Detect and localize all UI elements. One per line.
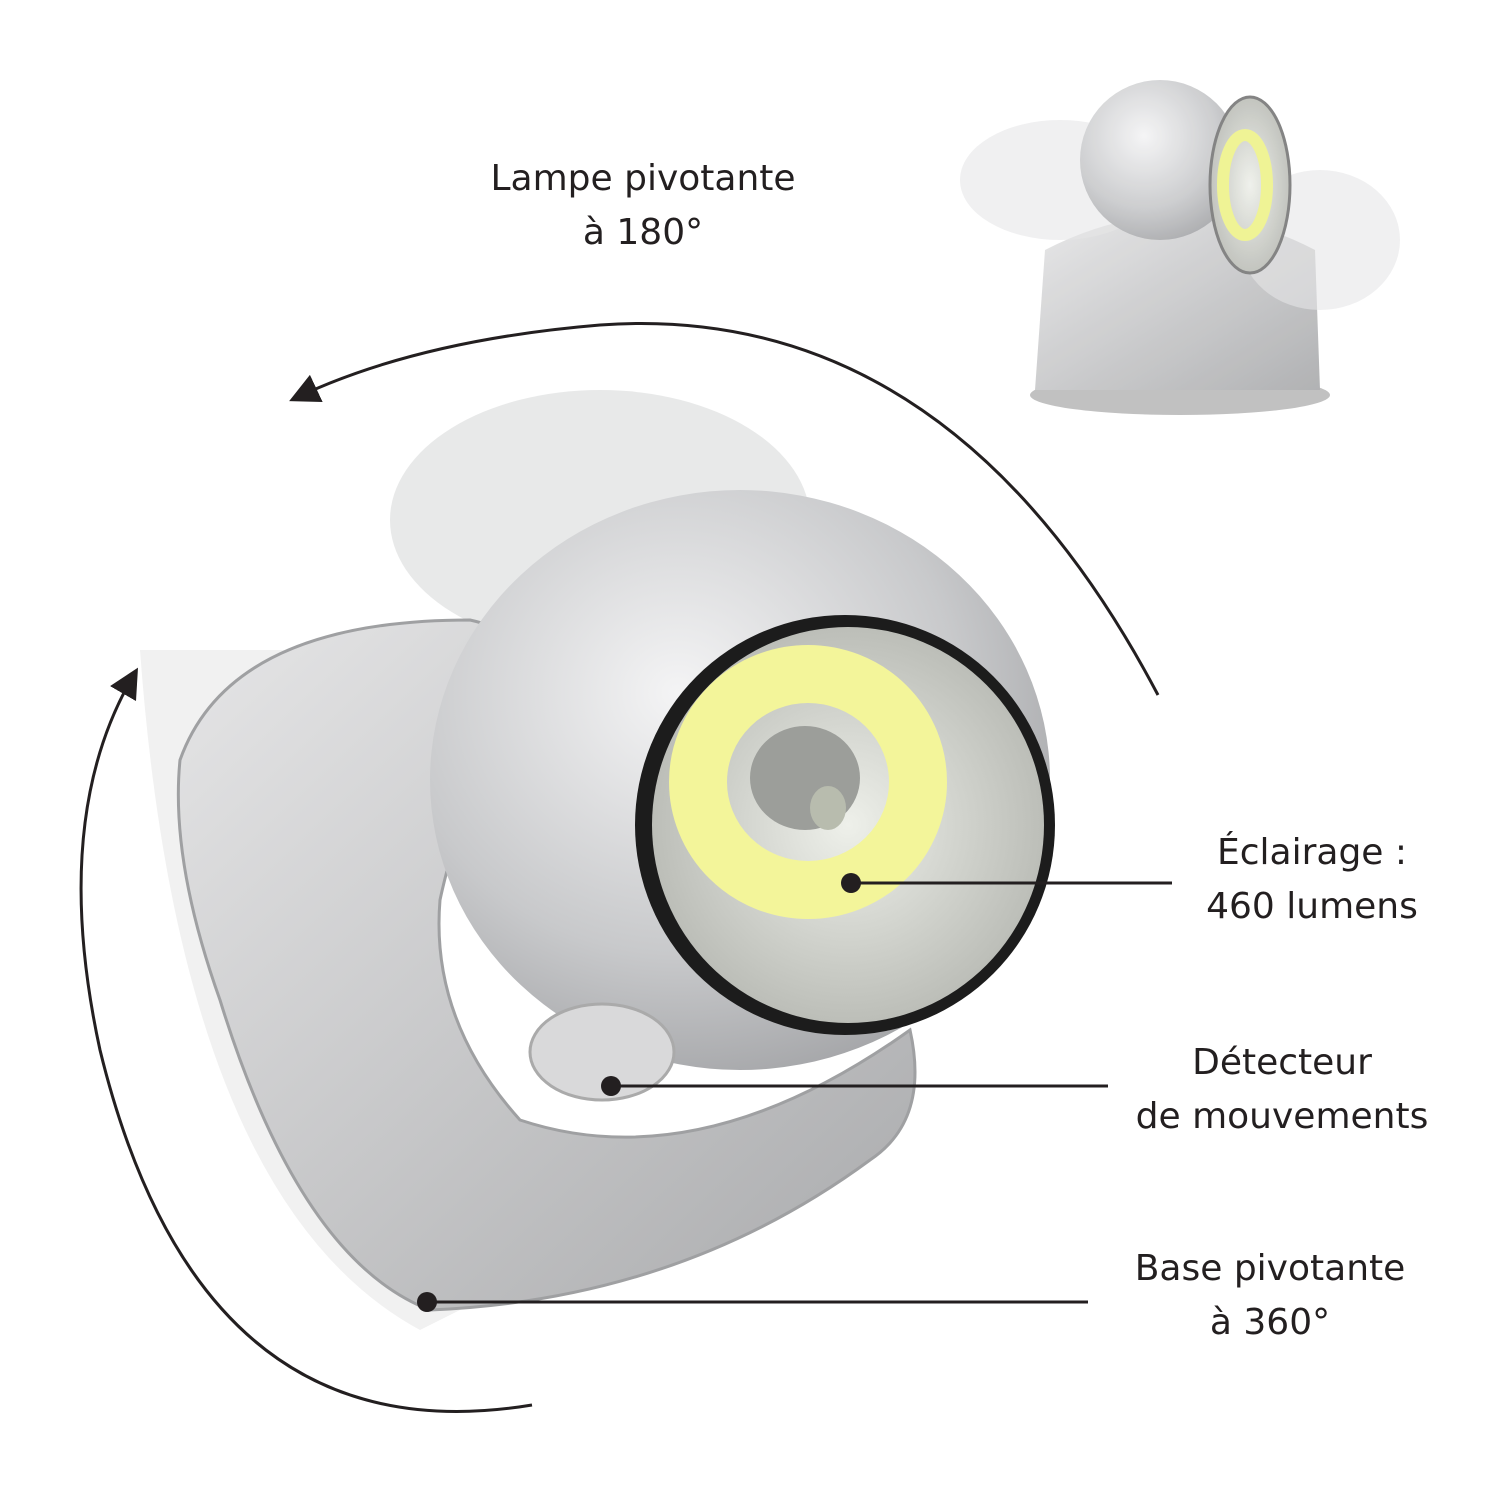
label-line: Base pivotante bbox=[1134, 1248, 1406, 1289]
label-line: de mouvements bbox=[1135, 1096, 1429, 1137]
callout-motion-sensor bbox=[601, 1076, 1108, 1096]
label-line: Éclairage : bbox=[1216, 832, 1408, 873]
rotation-arc-360 bbox=[79, 667, 533, 1413]
label-rotation-base: Base pivotante à 360° bbox=[1135, 1242, 1406, 1350]
main-product-image bbox=[140, 390, 1055, 1330]
label-line: Lampe pivotante bbox=[490, 158, 796, 199]
label-rotation-lamp: Lampe pivotante à 180° bbox=[490, 152, 795, 260]
callout-base bbox=[417, 1292, 1088, 1312]
label-lighting: Éclairage : 460 lumens bbox=[1206, 826, 1418, 934]
secondary-product-image bbox=[960, 80, 1400, 415]
label-line: 460 lumens bbox=[1206, 886, 1418, 927]
label-line: à 360° bbox=[1209, 1302, 1331, 1343]
rotation-arc-180 bbox=[289, 322, 1160, 696]
label-line: Détecteur bbox=[1192, 1042, 1372, 1083]
label-motion-sensor: Détecteur de mouvements bbox=[1136, 1036, 1429, 1144]
label-line: à 180° bbox=[582, 212, 704, 253]
callout-lighting bbox=[841, 873, 1172, 893]
